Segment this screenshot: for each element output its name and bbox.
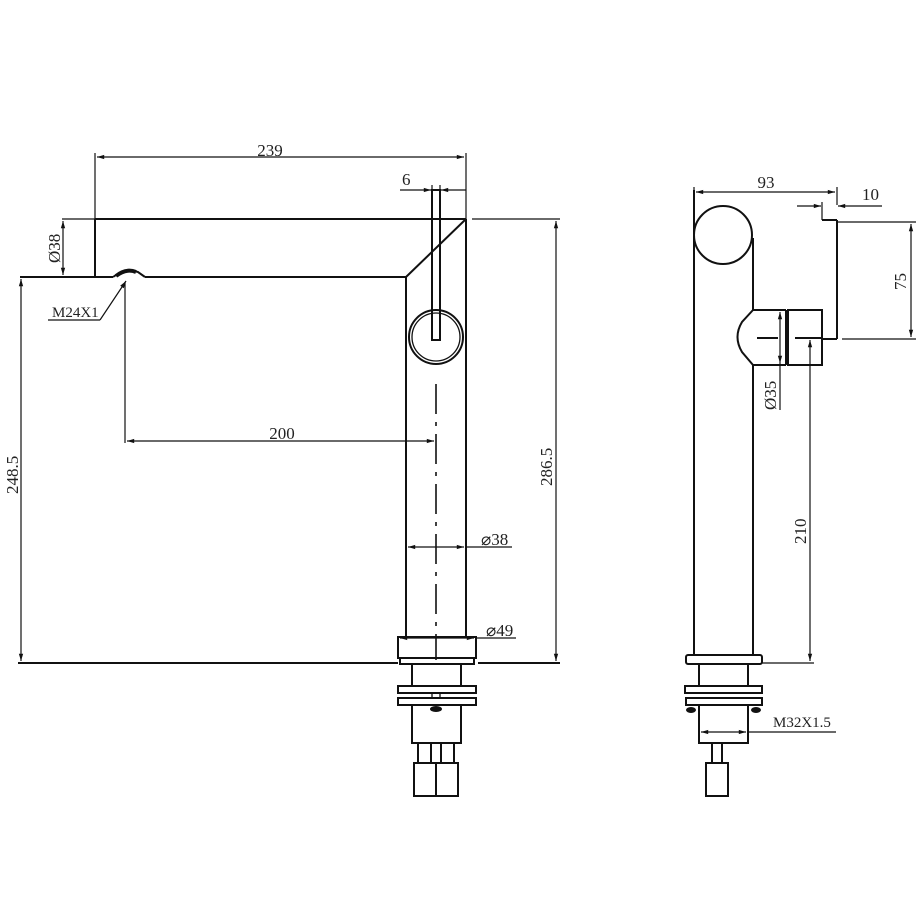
dim-spout-outlet-height: 248.5 [3, 456, 22, 494]
label-aerator-thread: M24X1 [52, 305, 99, 321]
dim-overall-height: 286.5 [537, 448, 556, 486]
dim-handle-center-height: 210 [791, 519, 810, 545]
dim-cartridge-diameter: Ø35 [761, 381, 780, 410]
dim-base-diameter: ⌀49 [486, 621, 513, 640]
dim-handle-width: 6 [402, 170, 411, 189]
label-mounting-thread: M32X1.5 [773, 715, 831, 731]
dim-spout-reach: 200 [269, 424, 295, 443]
front-view: 239 6 Ø38 M24X1 200 248.5 286.5 ⌀38 [3, 141, 560, 797]
dim-body-diameter: ⌀38 [481, 530, 508, 549]
dim-overall-length: 239 [257, 141, 283, 160]
dim-handle-height: 75 [891, 273, 910, 290]
side-view: 93 10 75 Ø35 210 M32X1.5 [684, 173, 916, 797]
dim-side-depth: 93 [758, 173, 775, 192]
dim-spout-diameter: Ø38 [45, 234, 64, 263]
dim-handle-offset: 10 [862, 185, 879, 204]
